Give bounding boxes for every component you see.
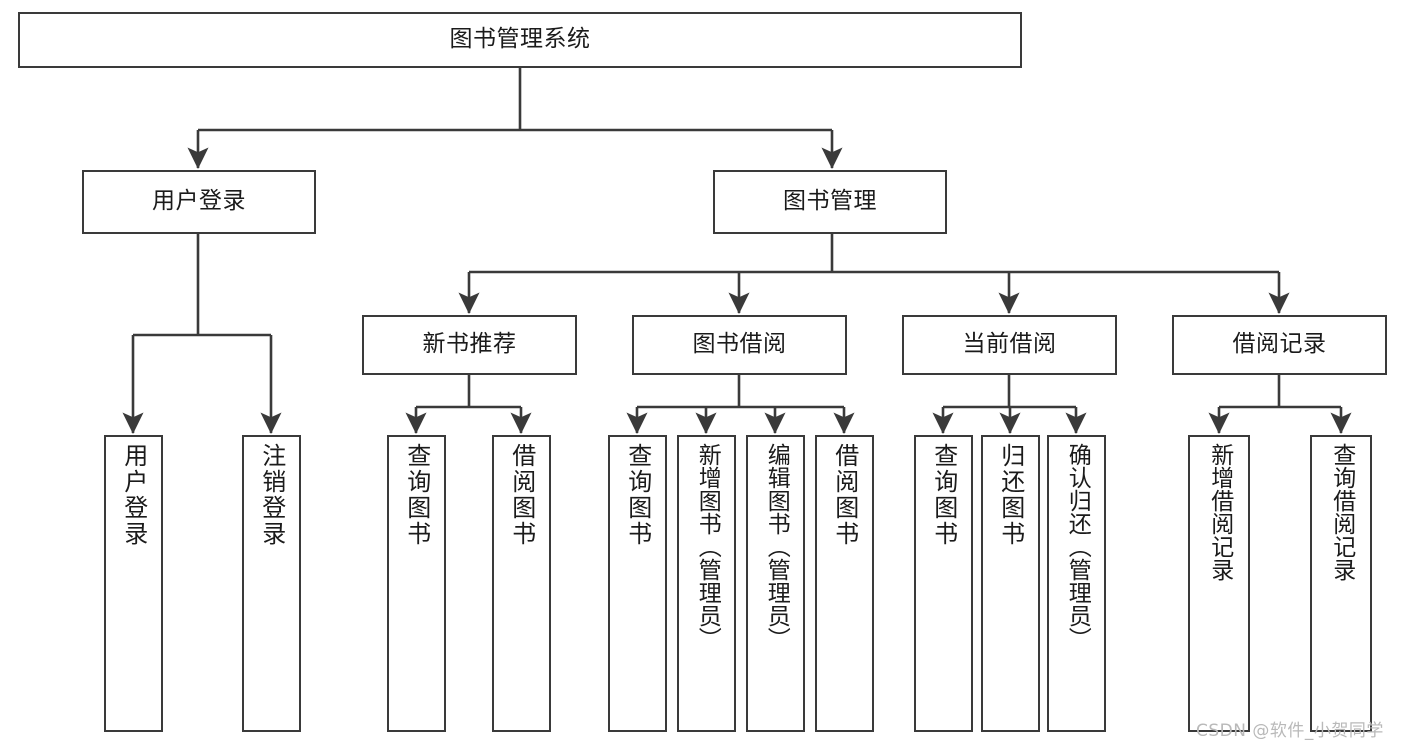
node-current-borrow[interactable]: 当前借阅	[902, 315, 1117, 375]
node-label: 用户登录	[119, 443, 148, 547]
node-label: 新增图书（管理员）	[694, 443, 721, 650]
node-leaf-borrow-book-2[interactable]: 借阅图书	[815, 435, 874, 732]
node-label: 当前借阅	[962, 331, 1057, 358]
node-label: 用户登录	[152, 188, 246, 215]
node-label: 图书借阅	[692, 331, 787, 358]
node-borrow-record[interactable]: 借阅记录	[1172, 315, 1387, 375]
node-user-login[interactable]: 用户登录	[82, 170, 316, 234]
node-label: 注销登录	[257, 443, 286, 547]
node-label: 查询图书	[929, 443, 958, 547]
node-label: 借阅记录	[1232, 331, 1327, 358]
node-leaf-edit-book-admin[interactable]: 编辑图书（管理员）	[746, 435, 805, 732]
node-label: 查询图书	[402, 443, 431, 547]
node-label: 新增借阅记录	[1206, 443, 1233, 581]
node-label: 借阅图书	[830, 443, 859, 547]
csdn-watermark: CSDN @软件_小贺同学	[1196, 721, 1384, 741]
node-leaf-add-borrow-record[interactable]: 新增借阅记录	[1188, 435, 1250, 732]
node-label: 借阅图书	[507, 443, 536, 547]
node-leaf-query-book-2[interactable]: 查询图书	[608, 435, 667, 732]
node-book-management[interactable]: 图书管理	[713, 170, 947, 234]
node-label: 新书推荐	[422, 331, 517, 358]
node-label: 归还图书	[996, 443, 1025, 547]
node-leaf-add-book-admin[interactable]: 新增图书（管理员）	[677, 435, 736, 732]
node-label: 图书管理	[783, 188, 877, 215]
node-root-book-management-system[interactable]: 图书管理系统	[18, 12, 1022, 68]
node-leaf-return-book[interactable]: 归还图书	[981, 435, 1040, 732]
node-leaf-borrow-book-1[interactable]: 借阅图书	[492, 435, 551, 732]
node-label: 确认归还（管理员）	[1064, 443, 1091, 650]
node-leaf-user-logout[interactable]: 注销登录	[242, 435, 301, 732]
node-label: 编辑图书（管理员）	[763, 443, 790, 650]
node-leaf-confirm-return-admin[interactable]: 确认归还（管理员）	[1047, 435, 1106, 732]
node-label: 图书管理系统	[449, 26, 591, 53]
node-leaf-query-book-1[interactable]: 查询图书	[387, 435, 446, 732]
node-book-borrow[interactable]: 图书借阅	[632, 315, 847, 375]
node-leaf-query-borrow-record[interactable]: 查询借阅记录	[1310, 435, 1372, 732]
node-label: 查询图书	[623, 443, 652, 547]
node-leaf-user-login[interactable]: 用户登录	[104, 435, 163, 732]
node-leaf-query-book-3[interactable]: 查询图书	[914, 435, 973, 732]
node-new-book-recommend[interactable]: 新书推荐	[362, 315, 577, 375]
node-label: 查询借阅记录	[1328, 443, 1355, 581]
